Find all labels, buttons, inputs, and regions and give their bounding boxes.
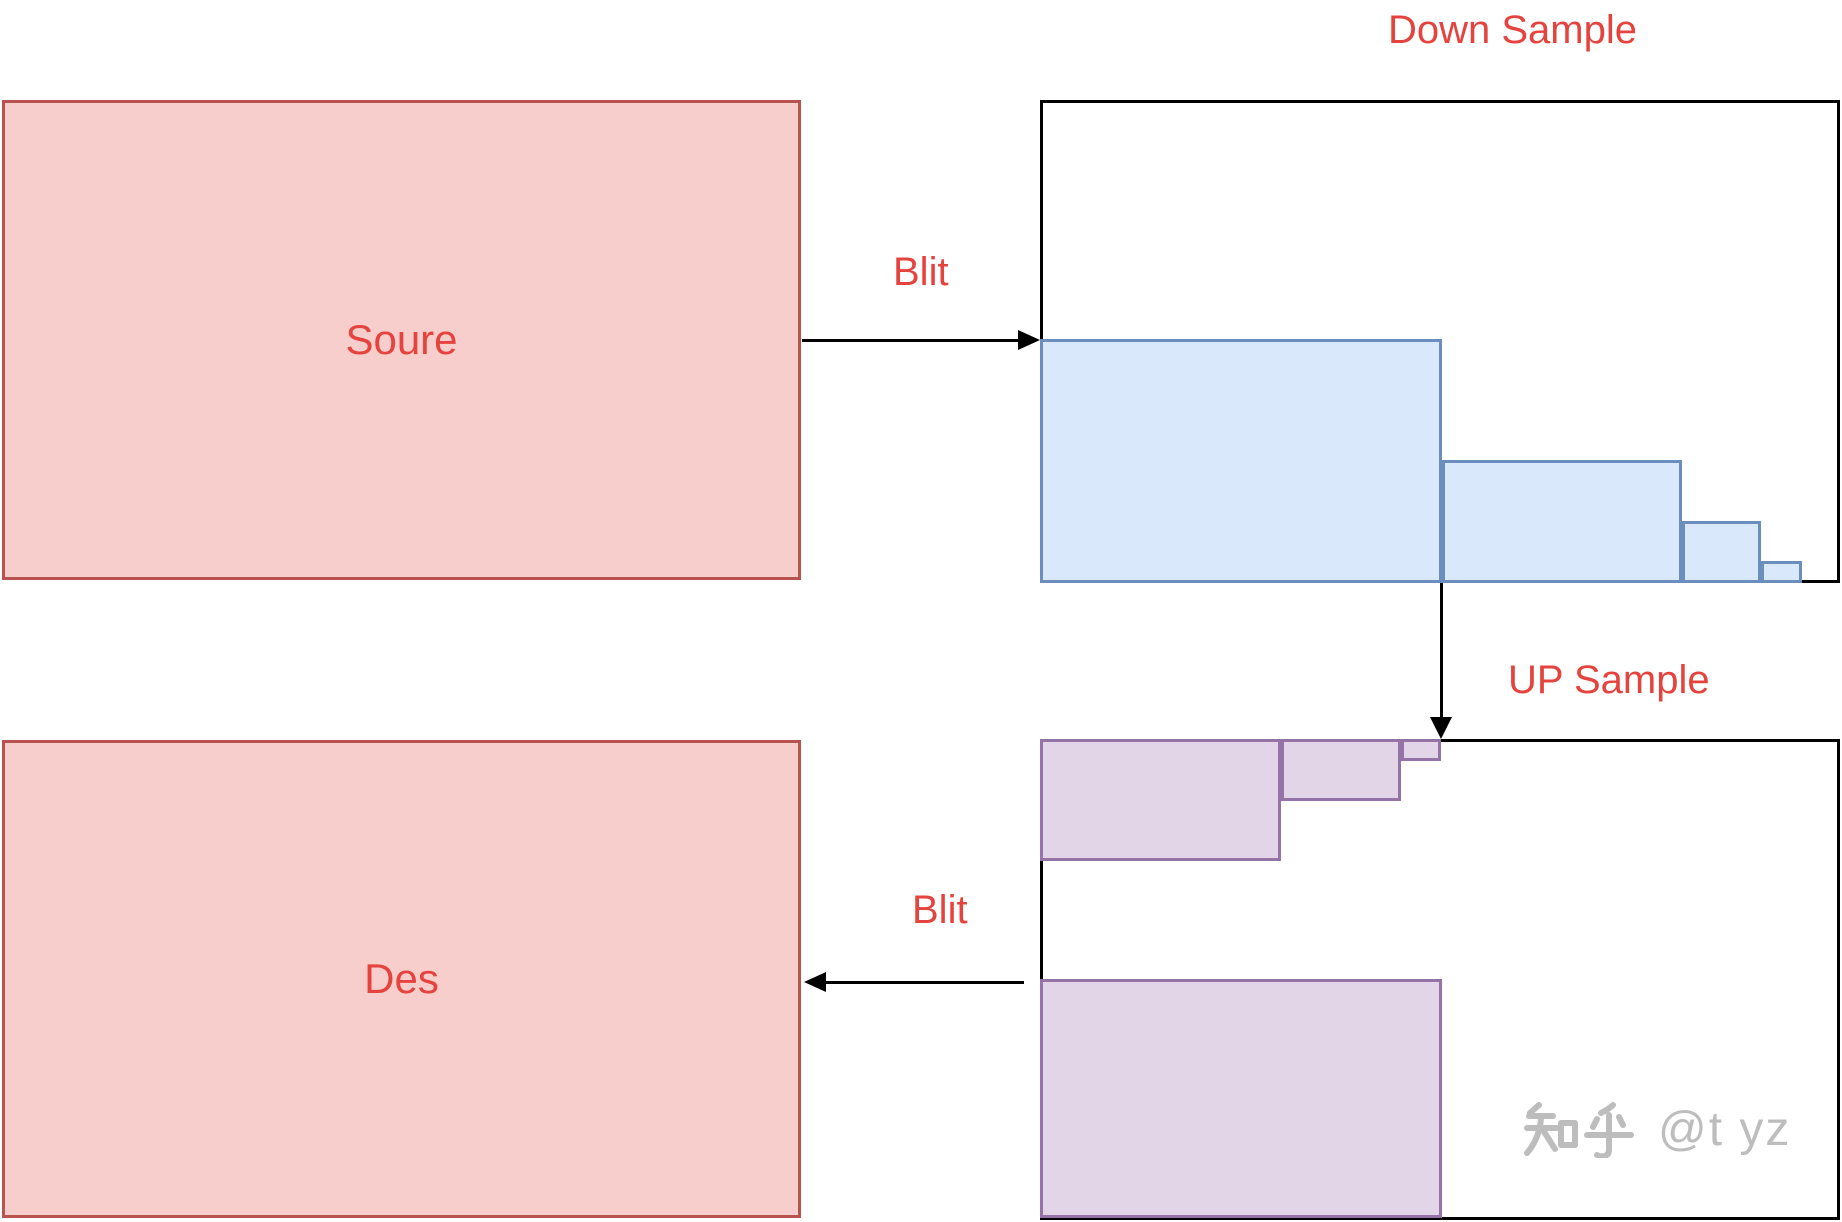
zhihu-logo-watermark — [1524, 1102, 1634, 1158]
blit-top-label: Blit — [893, 250, 949, 294]
watermark: @t yz — [1524, 1100, 1791, 1158]
blit-arrow-top-line — [802, 339, 1020, 342]
downsample-to-upsample-arrowhead-icon — [1430, 717, 1452, 739]
blit-arrow-bottom-line — [826, 981, 1024, 984]
source-label: Soure — [345, 316, 458, 363]
blit-bottom-label: Blit — [912, 888, 968, 932]
down-mip-level-2 — [1442, 460, 1682, 583]
source-node: Soure — [2, 100, 801, 580]
blit-arrow-top-arrowhead-icon — [1018, 330, 1040, 350]
watermark-handle: @t yz — [1658, 1102, 1792, 1156]
down-mip-level-4 — [1761, 561, 1802, 583]
down-sample-title: Down Sample — [1388, 8, 1638, 52]
up-mip-level-3 — [1401, 739, 1441, 761]
des-node: Des — [2, 740, 801, 1218]
down-mip-level-1 — [1040, 339, 1442, 583]
downsample-to-upsample-arrow-line — [1440, 583, 1443, 717]
up-sample-result-rect — [1040, 979, 1442, 1218]
down-mip-level-3 — [1682, 521, 1761, 583]
up-sample-title: UP Sample — [1508, 658, 1710, 702]
des-label: Des — [364, 955, 439, 1002]
up-mip-level-2 — [1281, 739, 1401, 801]
blit-arrow-bottom-arrowhead-icon — [804, 972, 826, 992]
up-mip-level-1 — [1040, 739, 1281, 861]
